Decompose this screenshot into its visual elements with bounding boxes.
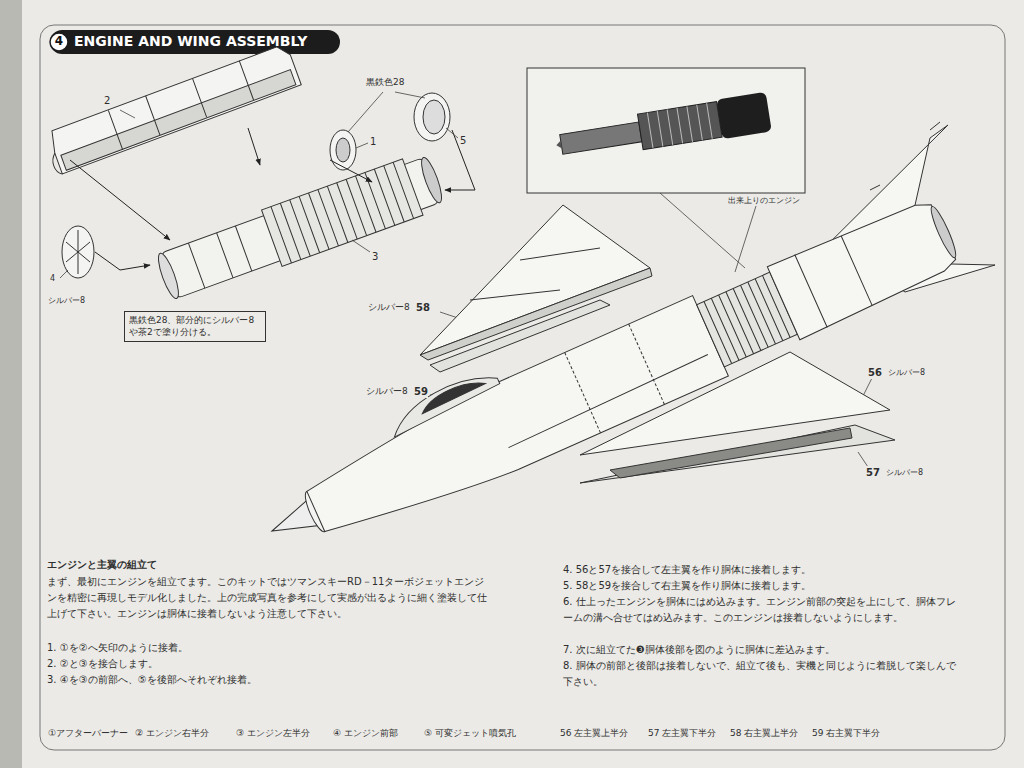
illustration-part bbox=[580, 425, 895, 483]
ring-part bbox=[336, 138, 350, 162]
ring-part bbox=[330, 130, 356, 170]
illustration-part bbox=[384, 367, 502, 437]
engine-front bbox=[66, 230, 90, 274]
instruction-text: 1. ①を②へ矢印のように接着。 bbox=[47, 640, 487, 656]
illustration-part bbox=[186, 162, 413, 294]
callout-label: 56 bbox=[868, 366, 882, 379]
illustration-part bbox=[356, 143, 368, 148]
callout-label: 黒鉄色28 bbox=[366, 77, 404, 89]
page-frame bbox=[40, 25, 1005, 750]
illustration-part bbox=[95, 252, 150, 270]
parts-list-item: ③ エンジン左半分 bbox=[236, 728, 310, 740]
engine-photo bbox=[553, 92, 772, 165]
illustration-part bbox=[47, 43, 302, 173]
illustration-part bbox=[330, 160, 372, 182]
callout-label: 57 bbox=[866, 466, 880, 479]
parts-list-item: ①アフターバーナー bbox=[48, 728, 128, 740]
illustration-part bbox=[298, 296, 728, 552]
illustration-part bbox=[565, 324, 665, 433]
illustration-part bbox=[470, 248, 600, 300]
callout-label: シルバー8 bbox=[888, 368, 925, 378]
photo-inset bbox=[527, 68, 805, 193]
illustration-part bbox=[870, 122, 940, 190]
nozzle-ring bbox=[414, 93, 450, 141]
instruction-text: 3. ④を③の前部へ、⑤を後部へそれぞれ接着。 bbox=[47, 672, 487, 688]
parts-list-item: 57 左主翼下半分 bbox=[648, 728, 716, 740]
illustration-part bbox=[767, 196, 959, 340]
parts-list-item: ④ エンジン前部 bbox=[333, 728, 398, 740]
parts-list-item: 58 右主翼上半分 bbox=[730, 728, 798, 740]
parts-list-item: ⑤ 可変ジェット噴気孔 bbox=[424, 728, 516, 740]
illustration-part bbox=[120, 110, 135, 118]
parts-list-item: ② エンジン右半分 bbox=[135, 728, 209, 740]
illustration-part bbox=[348, 92, 383, 132]
illustration-part bbox=[160, 158, 440, 299]
engine-core bbox=[153, 150, 448, 306]
instruction-text: 7. 次に組立てた❸胴体後部を図のように胴体に差込みます。 bbox=[563, 642, 963, 658]
callout-label: 5 bbox=[460, 134, 466, 147]
illustration-part bbox=[647, 103, 712, 148]
illustration-part bbox=[927, 204, 959, 259]
instruction-text: エンジンと主翼の組立て bbox=[47, 558, 157, 571]
illustration-part bbox=[262, 159, 423, 267]
callout-label: 3 bbox=[372, 250, 378, 263]
illustration-part bbox=[60, 270, 68, 278]
callout-label: シルバー8 bbox=[366, 386, 408, 398]
instruction-text: 4. 56と57を接合して左主翼を作り胴体に接着します。 bbox=[563, 562, 963, 578]
illustration-part bbox=[352, 240, 370, 252]
callout-label: シルバー8 bbox=[48, 296, 85, 306]
instruction-text: まず、最初にエンジンを組立てます。このキットではツマンスキーRD－11ターボジェ… bbox=[47, 574, 487, 622]
callout-label: 1 bbox=[370, 135, 376, 148]
illustration-part bbox=[795, 234, 873, 327]
illustration-part bbox=[716, 92, 772, 139]
callout-label: 58 bbox=[416, 301, 430, 314]
callout-label: シルバー8 bbox=[368, 302, 410, 314]
illustration-part bbox=[507, 354, 710, 447]
instruction-text: 2. ②と③を接合します。 bbox=[47, 656, 487, 672]
page-sheet bbox=[22, 0, 1024, 768]
illustration-part bbox=[248, 128, 260, 165]
illustration-part bbox=[395, 92, 425, 98]
step-circle bbox=[50, 33, 68, 51]
illustration-part bbox=[418, 375, 486, 413]
nozzle-ring bbox=[423, 100, 445, 134]
parts-list-item: 56 左主翼上半分 bbox=[560, 728, 628, 740]
parts-list-item: 59 右主翼下半分 bbox=[812, 728, 880, 740]
illustration-part bbox=[637, 102, 722, 150]
engine-front bbox=[62, 226, 94, 278]
callout-label: 4 bbox=[50, 274, 55, 284]
illustration-part bbox=[155, 251, 183, 300]
callout-label: 4 bbox=[52, 34, 66, 50]
illustration-part bbox=[446, 128, 458, 138]
illustration-part bbox=[445, 130, 475, 190]
callout-label: 出来上りのエンジン bbox=[728, 196, 800, 206]
illustration-part bbox=[108, 61, 255, 150]
paint-note-box: 黒鉄色28、部分的にシルバー8 や茶2で塗り分ける。 bbox=[124, 311, 266, 342]
illustration-part bbox=[50, 153, 62, 175]
illustration-part bbox=[735, 206, 756, 272]
callout-label: 59 bbox=[414, 385, 428, 398]
instruction-text: 6. 仕上ったエンジンを胴体にはめ込みます。エンジン前部の突起を上にして、胴体フ… bbox=[563, 594, 963, 626]
illustration-part bbox=[60, 70, 296, 171]
illustration-part bbox=[418, 156, 446, 205]
illustration-part bbox=[560, 122, 642, 154]
binding-edge bbox=[0, 0, 22, 768]
assembly-arrow bbox=[70, 128, 475, 270]
illustration-part bbox=[70, 160, 170, 240]
instruction-text: 5. 58と59を接合して右主翼を作り胴体に接着します。 bbox=[563, 578, 963, 594]
note-text: 黒鉄色28、部分的にシルバー8 や茶2で塗り分ける。 bbox=[129, 314, 261, 338]
illustration-part bbox=[556, 140, 562, 149]
callout-label: 2 bbox=[104, 94, 110, 107]
title-band bbox=[50, 30, 340, 54]
engine-half-shell bbox=[42, 43, 302, 175]
step-title: ENGINE AND WING ASSEMBLY bbox=[74, 33, 307, 49]
callout-label: シルバー8 bbox=[886, 468, 923, 478]
instruction-text: 8. 胴体の前部と後部は接着しないで、組立て後も、実機と同じように着脱して楽しん… bbox=[563, 658, 963, 690]
fuselage bbox=[247, 175, 966, 571]
illustration-part bbox=[610, 428, 852, 478]
